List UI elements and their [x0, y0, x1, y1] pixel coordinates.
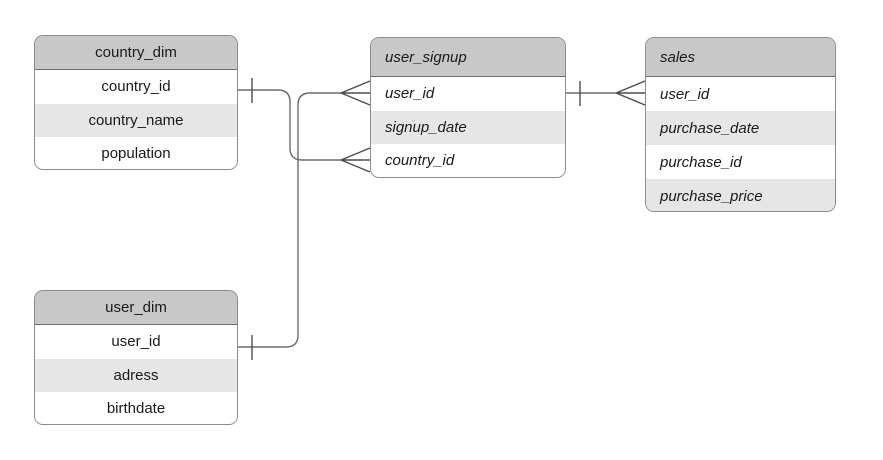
entity-field-country_dim-population[interactable]: population — [35, 137, 237, 169]
entity-sales[interactable]: sales user_id purchase_date purchase_id … — [645, 37, 836, 212]
entity-title-sales: sales — [646, 38, 835, 77]
entity-field-user_dim-birthdate[interactable]: birthdate — [35, 392, 237, 424]
entity-field-sales-purchase_price[interactable]: purchase_price — [646, 179, 835, 211]
entity-field-user_signup-signup_date[interactable]: signup_date — [371, 110, 565, 145]
entity-field-sales-purchase_date[interactable]: purchase_date — [646, 111, 835, 145]
entity-field-user_dim-user_id[interactable]: user_id — [35, 325, 237, 359]
entity-user_dim[interactable]: user_dim user_id adress birthdate — [34, 290, 238, 425]
entity-field-country_dim-country_id[interactable]: country_id — [35, 70, 237, 104]
crows-foot-many-user-signup-user-id — [340, 80, 371, 106]
entity-field-sales-purchase_id[interactable]: purchase_id — [646, 145, 835, 179]
entity-field-user_signup-user_id[interactable]: user_id — [371, 77, 565, 111]
connector-line-user-dim-user-signup — [238, 92, 341, 348]
entity-title-country_dim: country_dim — [35, 36, 237, 70]
relationship-user-signup-sales — [566, 80, 646, 106]
entity-field-user_dim-adress[interactable]: adress — [35, 358, 237, 393]
entity-user_signup[interactable]: user_signup user_id signup_date country_… — [370, 37, 566, 178]
entity-field-country_dim-country_name[interactable]: country_name — [35, 103, 237, 138]
entity-field-user_signup-country_id[interactable]: country_id — [371, 144, 565, 177]
crows-foot-many-user-signup-country-id — [340, 147, 371, 173]
entity-field-sales-user_id[interactable]: user_id — [646, 77, 835, 111]
relationship-user-dim-user-signup — [238, 80, 371, 360]
entity-title-user_dim: user_dim — [35, 291, 237, 325]
entity-country_dim[interactable]: country_dim country_id country_name popu… — [34, 35, 238, 170]
entity-title-user_signup: user_signup — [371, 38, 565, 77]
connector-line-country-dim-user-signup — [238, 89, 341, 161]
crows-foot-many-sales-user-id — [615, 80, 646, 106]
relationship-country-dim-user-signup — [238, 78, 371, 173]
